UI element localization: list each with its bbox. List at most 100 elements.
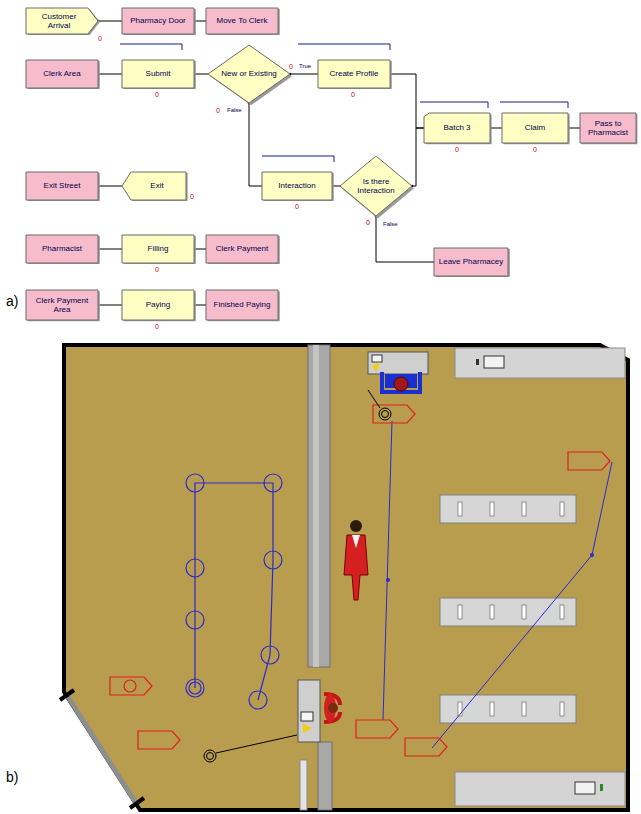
floor-plan-part-part — [264, 551, 282, 569]
connector — [290, 74, 318, 75]
floor-plan-part-part — [405, 738, 447, 756]
shelf-part — [560, 702, 564, 716]
module-label: Submit — [126, 69, 190, 78]
floor-plan-part-part — [383, 421, 392, 720]
connector-group — [411, 128, 424, 187]
text-wrap: Batch 3 — [424, 123, 490, 132]
floor-plan-part-part — [382, 411, 389, 418]
process-box-fill — [122, 235, 194, 263]
module-label: Batch 3 — [428, 123, 486, 132]
station-box: Clerk Payment Area — [26, 290, 98, 320]
connector — [412, 128, 424, 186]
floor-plan — [60, 345, 628, 810]
shelf-part — [458, 605, 462, 619]
text-wrap: Clerk Payment — [206, 244, 278, 253]
floor-plan-part — [324, 694, 340, 722]
module-label: Pharmacist — [30, 244, 94, 253]
station-box-fill — [122, 8, 194, 34]
module-label: Filling — [126, 244, 190, 253]
floor-plan-part — [455, 772, 625, 806]
floor-plan-part-part — [138, 731, 180, 749]
station-box: Clerk Payment — [206, 235, 278, 263]
connector — [98, 186, 122, 187]
floor-plan-part — [383, 421, 612, 748]
shelf-part — [440, 495, 576, 523]
queue-bracket-part — [262, 156, 334, 162]
connector-group — [97, 73, 122, 76]
queue-bracket — [120, 44, 568, 162]
text-wrap: Submit — [122, 69, 194, 78]
floor-plan-part — [186, 474, 282, 709]
decision-diamond-fill — [340, 156, 412, 216]
panel-label: b) — [6, 770, 18, 784]
floor-plan-part-part — [207, 753, 214, 760]
text-wrap: Create Profile — [318, 69, 390, 78]
process-box: Claim — [502, 113, 568, 143]
text-wrap: Filling — [122, 244, 194, 253]
text-wrap: Pass to Pharmacist — [580, 119, 636, 137]
floor-plan-part-part — [186, 679, 204, 697]
entity-counter: 0 — [155, 323, 159, 330]
floor-plan-part — [328, 703, 338, 713]
floor-plan-part — [352, 535, 360, 548]
connector-group — [248, 102, 262, 186]
connector — [194, 249, 206, 250]
shelf-part — [440, 695, 576, 723]
floor-plan-part — [382, 372, 420, 392]
floor-plan-part — [130, 798, 144, 808]
floor-plan-part — [301, 712, 313, 721]
module-label: New or Existing — [220, 69, 278, 78]
station-box-fill — [206, 290, 278, 320]
entity-counter: 0 — [190, 193, 194, 200]
connector — [194, 305, 206, 306]
module-label: Customer Arrival — [30, 12, 88, 30]
entity-counter: 0 — [289, 63, 293, 70]
floor-plan-part-part — [216, 735, 297, 753]
connector-group — [97, 185, 122, 188]
decision-diamond: New or Existing — [208, 45, 290, 103]
connector — [194, 21, 206, 22]
module-label: Finished Paying — [210, 300, 274, 309]
text-wrap: Customer Arrival — [26, 12, 98, 30]
floor-plan-part-part — [261, 646, 279, 664]
station-box-fill — [580, 113, 636, 143]
station-box: Exit Street — [26, 172, 98, 200]
floor-plan-part — [368, 352, 428, 374]
floor-plan-part-part — [568, 452, 610, 470]
floor-plan-part — [455, 348, 625, 378]
station-box: Clerk Area — [26, 60, 98, 88]
floor-plan-part-part — [249, 691, 267, 709]
create-module: Customer Arrival — [26, 8, 98, 34]
floor-plan-part-part — [186, 559, 204, 577]
shelf-part — [522, 605, 526, 619]
station-box-fill — [434, 248, 508, 276]
shelf-part — [490, 605, 494, 619]
queue-bracket-part — [500, 102, 568, 108]
module-label: Paying — [126, 300, 190, 309]
floor-plan-part — [308, 345, 330, 667]
station-box-fill — [26, 172, 98, 200]
shelf-part — [440, 598, 576, 626]
dispose-module-fill — [122, 172, 186, 200]
floor-plan-part — [300, 760, 307, 810]
floor-plan-part — [372, 362, 380, 372]
panel-label: a) — [6, 294, 18, 308]
floor-plan-part-part — [124, 680, 136, 692]
floor-plan-part — [350, 520, 362, 532]
text-wrap: Pharmacy Door — [122, 16, 194, 25]
process-box: Filling — [122, 235, 194, 263]
floor-plan-part-part — [432, 462, 612, 748]
queue-bracket-part — [420, 102, 488, 108]
entity-counter: 0 — [533, 146, 537, 153]
batch-module: Batch 3 — [424, 113, 490, 143]
text-wrap: Paying — [122, 300, 194, 309]
floor-plan-part — [68, 697, 136, 803]
station-box-fill — [206, 235, 278, 263]
edge-label: False — [226, 107, 243, 113]
station-box: Leave Pharmacey — [434, 248, 508, 276]
decision-diamond: Is there Interaction — [340, 156, 412, 216]
shelf-part — [522, 502, 526, 516]
station-box: Pharmacist — [26, 235, 98, 263]
floor-plan-part — [110, 405, 610, 756]
